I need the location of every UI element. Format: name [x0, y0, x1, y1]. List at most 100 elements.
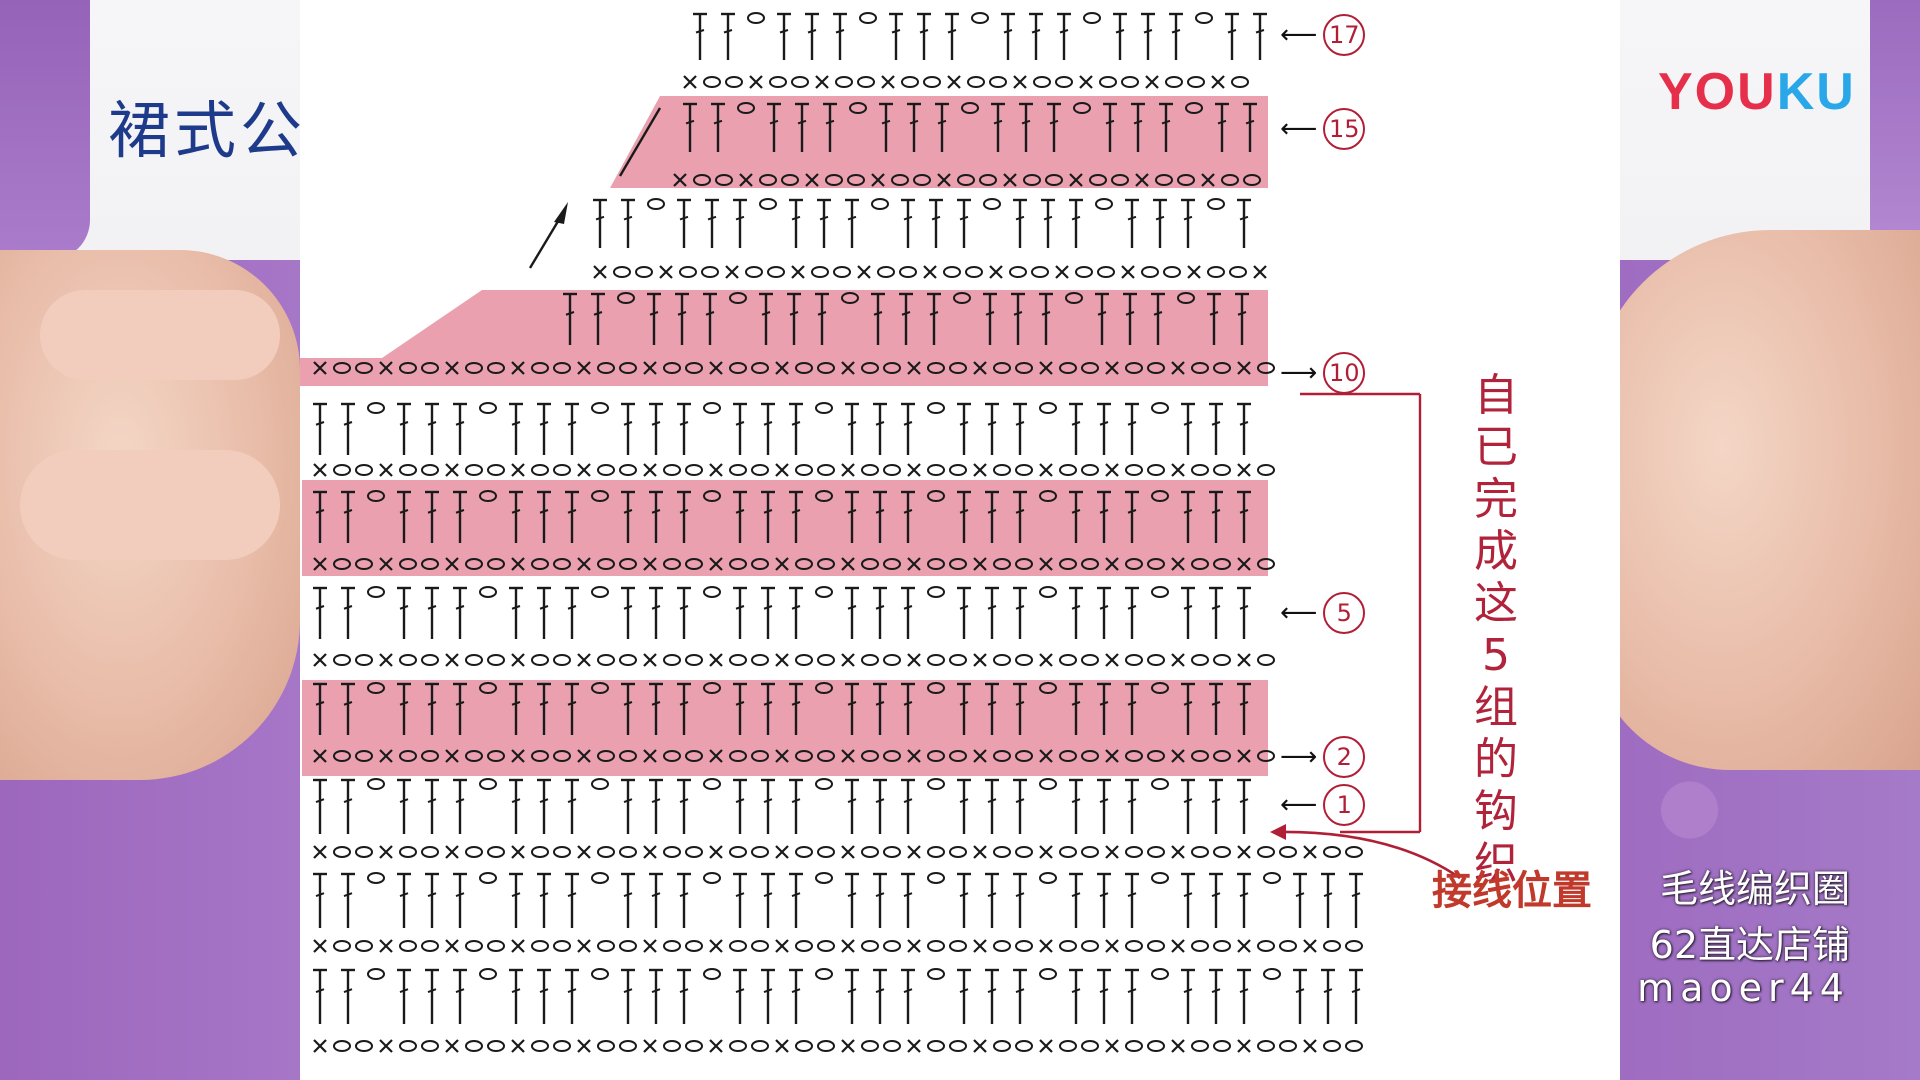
- double-crochet-symbol-icon: [1141, 12, 1155, 60]
- chain-stitch-symbol-icon: [1147, 362, 1165, 374]
- chain-stitch-symbol-icon: [479, 490, 497, 502]
- chain-stitch-symbol-icon: [1039, 402, 1057, 414]
- chain-stitch-symbol-icon: [861, 940, 879, 952]
- chain-stitch-symbol-icon: [685, 846, 703, 858]
- chain-stitch-symbol-icon: [849, 102, 867, 114]
- dc-cross: [903, 605, 913, 610]
- sc-stroke: [791, 265, 805, 279]
- dc-cross: [993, 119, 1003, 125]
- left-hand-thumb: [20, 450, 280, 560]
- chain-stitch-symbol-icon: [663, 1040, 681, 1052]
- sc-stroke: [511, 653, 525, 667]
- chain-stitch-symbol-icon: [1147, 750, 1165, 762]
- sc-stroke: [643, 1039, 657, 1053]
- dc-cross: [875, 798, 885, 804]
- dc-cross: [959, 701, 969, 706]
- single-crochet-symbol-icon: [1105, 749, 1119, 763]
- chain-stitch-symbol-icon: [817, 1040, 835, 1052]
- double-crochet-symbol-icon: [1069, 872, 1083, 928]
- chain-stitch-symbol-icon: [861, 558, 879, 570]
- chain-stitch-symbol-icon: [949, 558, 967, 570]
- single-crochet-symbol-icon: [881, 75, 895, 89]
- sc-stroke: [1145, 75, 1159, 89]
- dc-cross: [399, 701, 409, 706]
- chain-stitch-symbol-icon: [971, 12, 989, 24]
- chain-stitch-symbol-icon: [927, 872, 945, 884]
- double-crochet-symbol-icon: [873, 778, 887, 834]
- dc-cross: [343, 509, 353, 514]
- double-crochet-symbol-icon: [721, 12, 735, 60]
- highlight-band: [300, 290, 1268, 386]
- chain-stitch-symbol-icon: [1081, 558, 1099, 570]
- single-crochet-symbol-icon: [643, 939, 657, 953]
- single-crochet-symbol-icon: [1039, 939, 1053, 953]
- dc-cross: [651, 798, 661, 804]
- sc-stroke: [1069, 173, 1083, 187]
- dc-cross: [623, 798, 633, 804]
- dc-cross: [1115, 29, 1125, 34]
- chain-stitch-symbol-icon: [1191, 846, 1209, 858]
- chain-stitch-symbol-icon: [1151, 586, 1169, 598]
- chain-stitch-symbol-icon: [553, 464, 571, 476]
- single-crochet-symbol-icon: [775, 361, 789, 375]
- chain-stitch-symbol-icon: [817, 750, 835, 762]
- sc-stroke: [1105, 845, 1119, 859]
- purple-yarn-left-edge: [0, 0, 90, 260]
- double-crochet-symbol-icon: [565, 778, 579, 834]
- dc-cross: [937, 119, 947, 125]
- dc-cross: [1183, 421, 1193, 426]
- chain-stitch-symbol-icon: [949, 1040, 967, 1052]
- chain-stitch-symbol-icon: [591, 872, 609, 884]
- double-crochet-symbol-icon: [677, 402, 691, 455]
- chain-stitch-symbol-icon: [367, 402, 385, 414]
- double-crochet-symbol-icon: [1237, 682, 1251, 735]
- dc-cross: [427, 701, 437, 706]
- single-crochet-symbol-icon: [313, 1039, 327, 1053]
- single-crochet-symbol-icon: [1039, 845, 1053, 859]
- chain-stitch-symbol-icon: [795, 940, 813, 952]
- dc-cross: [1127, 509, 1137, 514]
- dc-cross: [1155, 215, 1165, 221]
- dc-cross: [1125, 311, 1135, 316]
- single-crochet-symbol-icon: [643, 557, 657, 571]
- double-crochet-symbol-icon: [1013, 402, 1027, 455]
- dc-cross: [1239, 215, 1249, 221]
- dc-cross: [1071, 798, 1081, 804]
- sc-stroke: [841, 653, 855, 667]
- sc-stroke: [643, 463, 657, 477]
- double-crochet-symbol-icon: [425, 402, 439, 455]
- single-crochet-symbol-icon: [709, 939, 723, 953]
- left-hand-finger: [40, 290, 280, 380]
- chain-stitch-symbol-icon: [701, 266, 719, 278]
- sc-stroke: [841, 749, 855, 763]
- double-crochet-symbol-icon: [957, 682, 971, 735]
- chain-stitch-symbol-icon: [1015, 362, 1033, 374]
- single-crochet-symbol-icon: [841, 361, 855, 375]
- instruction-vertical-text: 自 已 完 成 这 5 组 的 钩 织: [1466, 370, 1526, 890]
- chain-stitch-symbol-icon: [1015, 940, 1033, 952]
- chain-stitch-symbol-icon: [355, 558, 373, 570]
- double-crochet-symbol-icon: [761, 402, 775, 455]
- chain-stitch-symbol-icon: [729, 940, 747, 952]
- sc-stroke: [445, 557, 459, 571]
- single-crochet-symbol-icon: [659, 265, 673, 279]
- dc-cross: [679, 798, 689, 804]
- single-crochet-symbol-icon: [379, 1039, 393, 1053]
- double-crochet-symbol-icon: [761, 778, 775, 834]
- dc-cross: [1099, 892, 1109, 898]
- chain-stitch-symbol-icon: [465, 362, 483, 374]
- chain-stitch-symbol-icon: [857, 76, 875, 88]
- sc-stroke: [749, 75, 763, 89]
- chain-stitch-symbol-icon: [1015, 464, 1033, 476]
- dc-cross: [847, 988, 857, 994]
- chain-stitch-symbol-icon: [333, 558, 351, 570]
- single-crochet-symbol-icon: [577, 939, 591, 953]
- dc-cross: [1217, 119, 1227, 125]
- dc-cross: [455, 701, 465, 706]
- dc-cross: [1127, 892, 1137, 898]
- chain-stitch-symbol-icon: [465, 846, 483, 858]
- double-crochet-symbol-icon: [677, 872, 691, 928]
- sc-stroke: [445, 653, 459, 667]
- double-crochet-symbol-icon: [845, 968, 859, 1024]
- dc-cross: [1015, 798, 1025, 804]
